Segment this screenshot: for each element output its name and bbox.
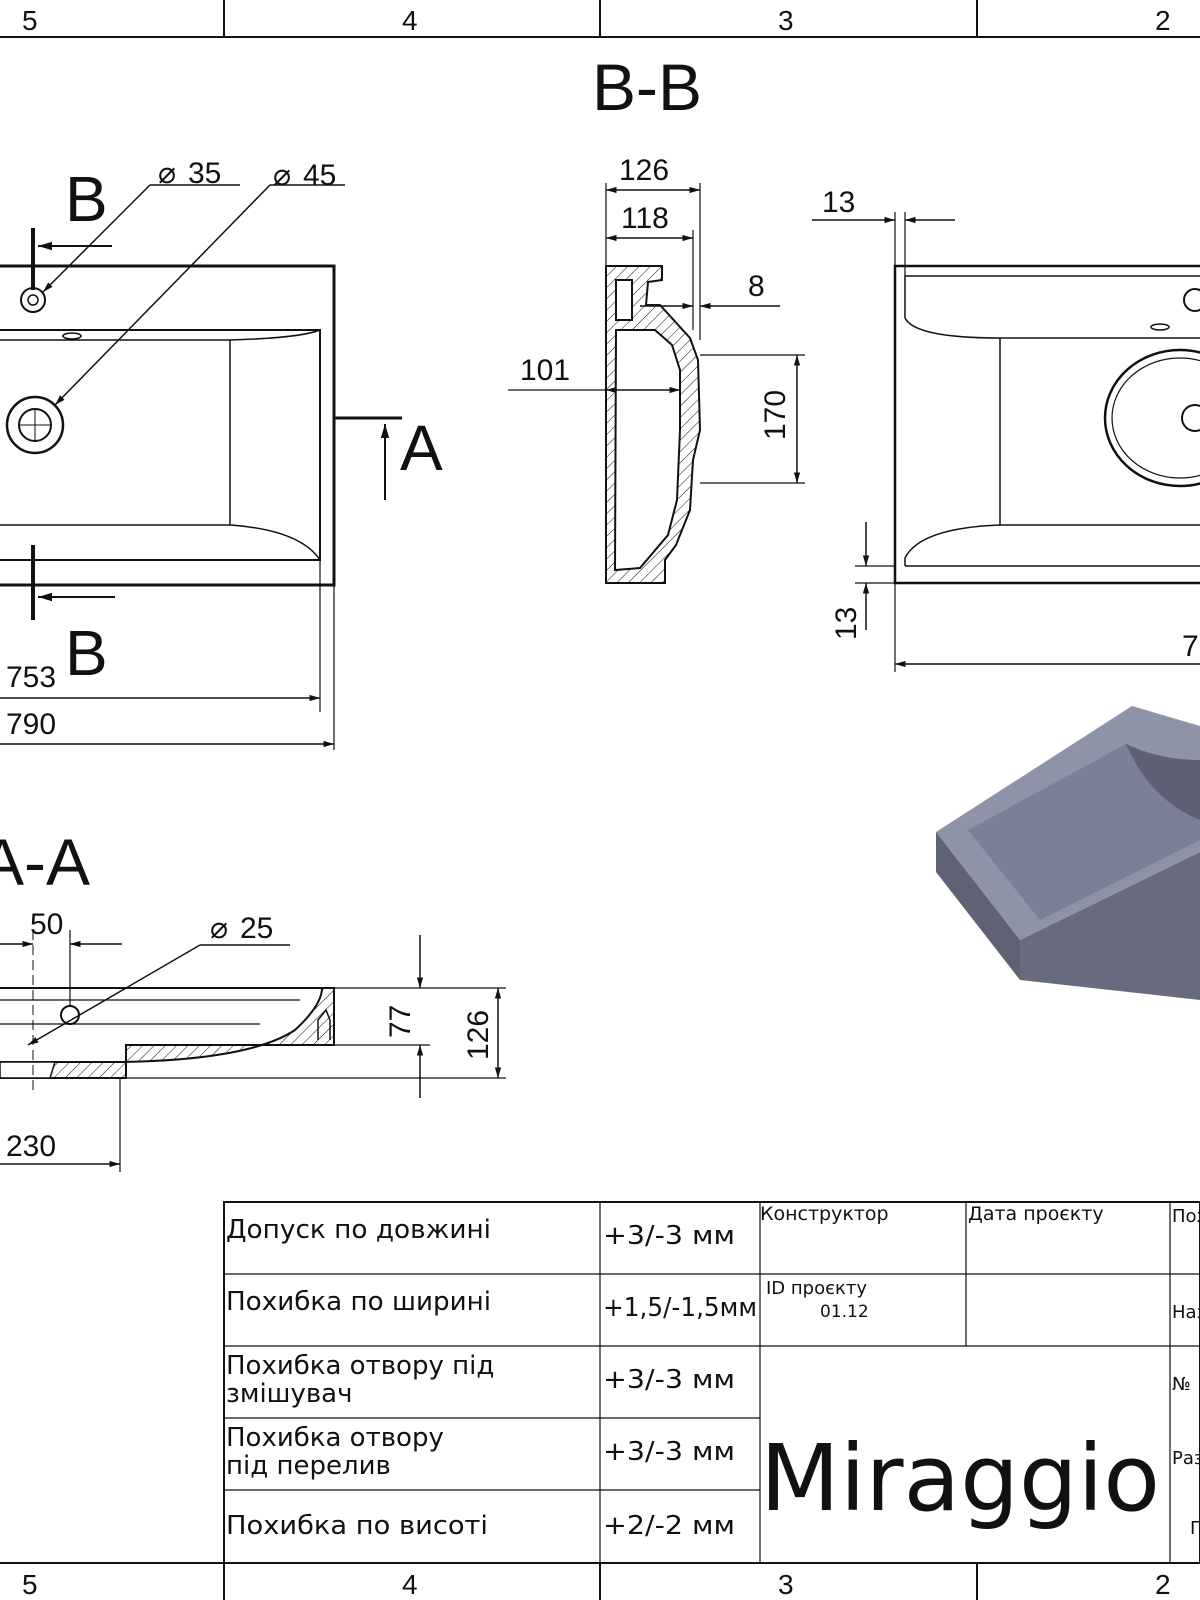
tolerance-value-length: +3/-3 мм xyxy=(603,1221,735,1251)
cut-label-5: П xyxy=(1190,1518,1200,1539)
dim-inner-length: 753 xyxy=(6,661,56,694)
dim-right-length: 7 xyxy=(1182,630,1199,663)
dim-hole-35: 35 xyxy=(188,157,221,190)
dim-aa-50: 50 xyxy=(30,908,63,941)
mixer-hole xyxy=(20,287,46,313)
brand-logo-text: Miraggio xyxy=(760,1425,1160,1532)
column-number-bottom-4: 4 xyxy=(402,1569,418,1600)
tolerance-name-height: Похибка по висоті xyxy=(226,1511,488,1541)
right-view: 13 13 7 xyxy=(812,186,1200,672)
dim-bb-8: 8 xyxy=(748,270,765,303)
tolerance-value-width: +1,5/-1,5мм xyxy=(603,1293,757,1323)
tolerance-value-mixer-hole: +3/-3 мм xyxy=(603,1365,735,1395)
section-a-a-title: A-A xyxy=(0,825,90,899)
section-b-b: B-B 126 118 8 101 170 xyxy=(508,50,805,584)
plan-view: ⌀ 35 ⌀ 45 B B A 753 790 xyxy=(0,157,443,750)
project-id-label: ID проєкту xyxy=(766,1278,867,1299)
dim-aa-77: 77 xyxy=(384,1005,417,1038)
dim-aa-25: 25 xyxy=(240,912,273,945)
dim-hole-45-symbol: ⌀ xyxy=(273,159,291,192)
dim-aa-25-symbol: ⌀ xyxy=(210,912,228,945)
column-number-bottom-5: 5 xyxy=(22,1569,38,1600)
dim-overall-length: 790 xyxy=(6,708,56,741)
section-mark-a: A xyxy=(400,412,443,484)
dim-bb-101: 101 xyxy=(520,354,570,387)
overflow-hole xyxy=(62,332,82,340)
column-number-top-4: 4 xyxy=(402,5,418,36)
drain-hole xyxy=(5,395,65,455)
column-number-top-2: 2 xyxy=(1155,5,1171,36)
project-id-value: 01.12 xyxy=(820,1302,869,1322)
section-mark-b-top: B xyxy=(65,163,108,235)
title-block: Допуск по довжині +3/-3 мм Похибка по ши… xyxy=(223,1201,1200,1564)
column-number-top-5: 5 xyxy=(22,5,38,36)
dim-bb-126: 126 xyxy=(619,154,669,187)
cut-label-2: Наз xyxy=(1172,1302,1200,1323)
basin-oval xyxy=(1103,348,1200,488)
dim-right-13-top: 13 xyxy=(822,186,855,219)
dim-bb-170: 170 xyxy=(759,390,792,440)
dim-hole-35-symbol: ⌀ xyxy=(158,157,176,190)
dim-right-13-side: 13 xyxy=(830,607,863,640)
dim-bb-118: 118 xyxy=(621,202,669,235)
tolerance-value-overflow-hole: +3/-3 мм xyxy=(603,1437,735,1467)
dim-hole-45: 45 xyxy=(303,159,336,192)
tolerance-name-length: Допуск по довжині xyxy=(226,1215,491,1245)
column-number-bottom-3: 3 xyxy=(778,1569,794,1600)
product-render xyxy=(936,706,1200,1000)
tolerance-value-height: +2/-2 мм xyxy=(603,1511,735,1541)
section-mark-b-bottom: B xyxy=(65,617,108,689)
column-number-top-3: 3 xyxy=(778,5,794,36)
designer-label: Конструктор xyxy=(760,1203,889,1225)
section-a-a: A-A 50 ⌀ 25 77 126 230 xyxy=(0,825,506,1172)
section-b-b-title: B-B xyxy=(592,50,702,124)
dim-aa-126: 126 xyxy=(462,1010,495,1060)
dim-aa-230: 230 xyxy=(6,1130,56,1163)
cut-label-4: Раз xyxy=(1172,1448,1200,1469)
cut-label-3: № xyxy=(1172,1374,1191,1395)
project-date-label: Дата проєкту xyxy=(968,1203,1104,1225)
column-number-bottom-2: 2 xyxy=(1155,1569,1171,1600)
cut-label-1: Пох xyxy=(1172,1206,1200,1227)
section-b-b-profile xyxy=(605,265,702,584)
tolerance-name-width: Похибка по ширині xyxy=(226,1287,491,1317)
